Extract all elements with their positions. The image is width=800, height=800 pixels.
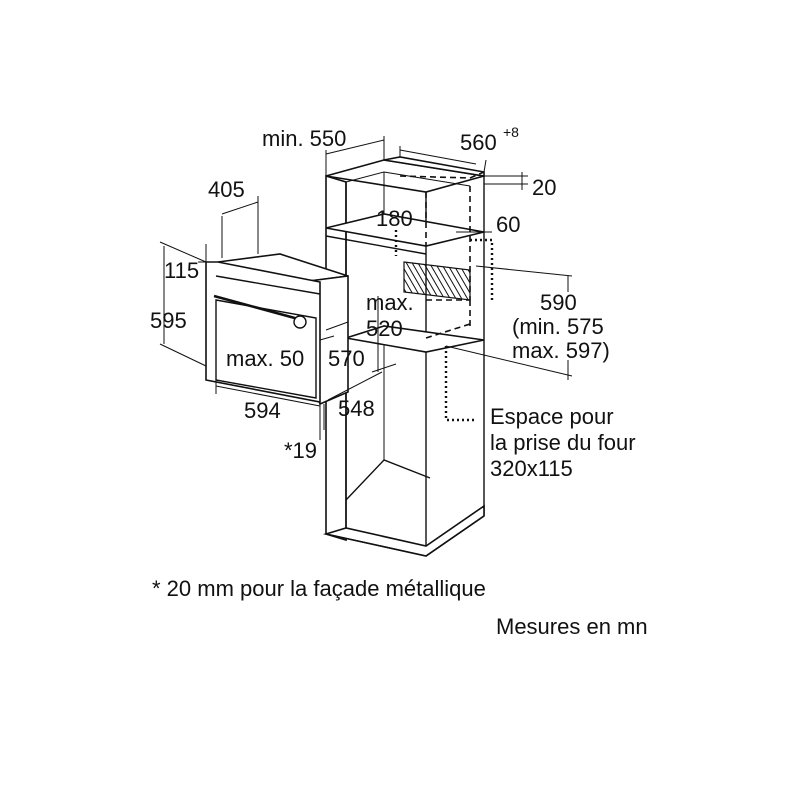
cabinet-upper-shelf-edge xyxy=(325,235,427,255)
dimension-lines xyxy=(159,136,573,440)
cabinet-inner-floor xyxy=(345,459,431,501)
dim-560-ext-right xyxy=(483,159,487,173)
hidden-line-6 xyxy=(399,171,485,179)
dim-520-arrow xyxy=(325,321,349,331)
units-note: Mesures en mn xyxy=(496,614,648,639)
label-oven-height: 595 xyxy=(150,308,187,333)
label-front-max: max. 50 xyxy=(226,346,304,371)
dim-590-ext-bottom xyxy=(445,345,573,377)
dim-50-line xyxy=(319,335,335,341)
dim-550-line xyxy=(325,139,385,155)
hidden-line-4 xyxy=(425,323,471,339)
label-niche-height: 590 xyxy=(540,290,577,315)
dim-405-line xyxy=(221,201,259,215)
label-max-depth-value: 520 xyxy=(366,316,403,341)
oven-unit xyxy=(205,253,349,406)
dim-548-line xyxy=(327,371,383,401)
cabinet-outline xyxy=(322,156,494,557)
cabinet-inner-top-back xyxy=(383,171,471,187)
cabinet-lower-shelf xyxy=(345,325,485,353)
label-facade-offset: *19 xyxy=(284,438,317,463)
label-oven-depth-top: 405 xyxy=(208,177,245,202)
oven-control-strip xyxy=(215,275,321,295)
socket-note-line2: la prise du four xyxy=(490,430,636,455)
label-niche-top: 180 xyxy=(376,206,413,231)
socket-note-line1: Espace pour xyxy=(490,404,614,429)
label-oven-inner-height: 570 xyxy=(328,346,365,371)
oven-front-panel xyxy=(205,261,321,403)
oven-door-frame xyxy=(215,299,317,399)
socket-note-line3: 320x115 xyxy=(490,456,573,481)
dim-594-line xyxy=(215,385,321,407)
label-niche-height-max: max. 597) xyxy=(512,338,610,363)
cabinet-base-front xyxy=(325,533,427,557)
label-niche-side: 60 xyxy=(496,212,520,237)
label-oven-width: 594 xyxy=(244,398,281,423)
label-niche-height-min: (min. 575 xyxy=(512,314,604,339)
label-cabinet-width: 560 xyxy=(460,130,497,155)
socket-boundary-dotted xyxy=(470,238,494,300)
dim-590-ext-top xyxy=(475,265,573,277)
dim-595-ext-bottom xyxy=(159,343,207,367)
socket-note: Espace pour la prise du four 320x115 xyxy=(490,404,636,481)
dim-570-ext-bottom xyxy=(371,363,397,373)
socket-zone-hatch xyxy=(403,261,471,301)
label-back-gap: 20 xyxy=(532,175,556,200)
label-max: max. xyxy=(366,290,414,315)
cabinet-inner-top-left xyxy=(345,171,385,183)
label-oven-top-height: 115 xyxy=(164,258,199,283)
dim-560-line xyxy=(399,149,477,165)
cabinet-base xyxy=(322,504,485,557)
oven-handle xyxy=(213,294,303,322)
cabinet-base-side xyxy=(425,515,485,557)
footnote: * 20 mm pour la façade métallique xyxy=(152,576,486,601)
label-cabinet-width-tolerance: +8 xyxy=(503,124,519,140)
label-cabinet-depth: min. 550 xyxy=(262,126,346,151)
dimension-labels: min. 550 560 +8 20 405 180 60 115 595 ma… xyxy=(150,124,610,463)
label-oven-inner-width: 548 xyxy=(338,396,375,421)
oven-handle-knob xyxy=(293,315,307,329)
dim-595-ext-top xyxy=(159,241,207,263)
socket-leader-dotted xyxy=(444,346,474,422)
